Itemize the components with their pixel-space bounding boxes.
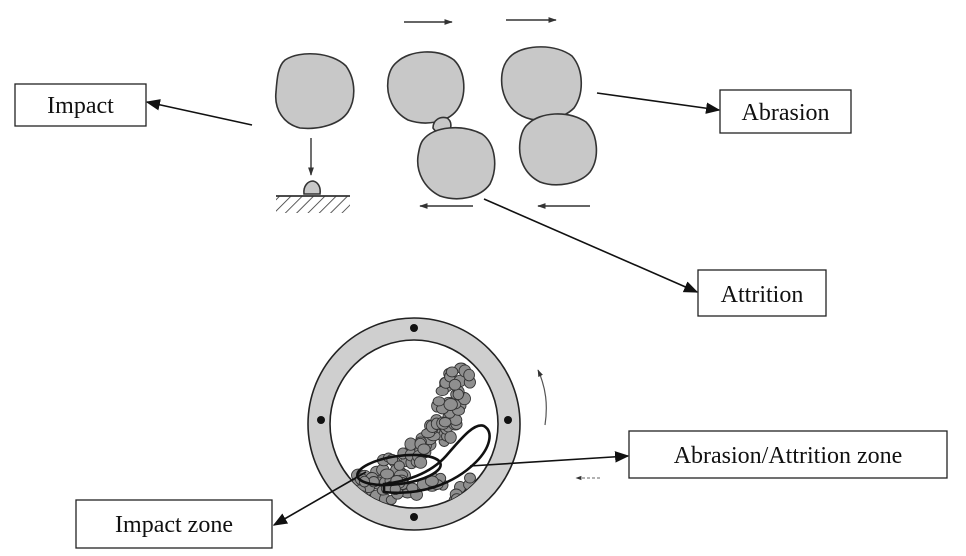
grinding-ball bbox=[414, 456, 428, 469]
abrasion-particle-bottom bbox=[518, 113, 598, 186]
abrasion-label: Abrasion bbox=[719, 89, 852, 134]
grinding-ball bbox=[417, 443, 431, 455]
impact-zone-outline bbox=[356, 453, 442, 487]
grinding-ball bbox=[380, 468, 395, 480]
grinding-ball bbox=[452, 388, 464, 401]
impact-zone-label: Impact zone bbox=[75, 499, 273, 549]
rotation-direction-arrow bbox=[537, 369, 547, 426]
grinding-ball bbox=[444, 430, 457, 444]
grinding-ball bbox=[464, 472, 476, 484]
impact-particle bbox=[275, 52, 355, 130]
grinding-ball bbox=[463, 368, 475, 382]
attrition-label: Attrition bbox=[697, 269, 827, 317]
grinding-ball bbox=[432, 396, 446, 407]
impact-surface bbox=[276, 196, 350, 213]
grinding-ball bbox=[393, 460, 405, 471]
abrasion-label-text: Abrasion bbox=[742, 100, 830, 126]
mill-bolt-right bbox=[504, 416, 512, 424]
attrition-label-text: Attrition bbox=[721, 282, 804, 308]
impact-mechanism bbox=[275, 52, 355, 213]
abrasion-attrition-zone-label-text: Abrasion/Attrition zone bbox=[674, 443, 903, 469]
attrition-particle-bottom bbox=[416, 126, 496, 200]
mill-bolt-top bbox=[410, 324, 418, 332]
grinding-ball bbox=[448, 378, 462, 391]
abrasion-attrition-zone-label: Abrasion/Attrition zone bbox=[628, 430, 948, 479]
abrasion-leader-line bbox=[596, 92, 721, 114]
attrition-particle-top bbox=[386, 51, 465, 124]
abrasion-attrition-leader-line bbox=[469, 451, 630, 467]
abrasion-attrition-zone-outline bbox=[382, 424, 491, 494]
attrition-leader-line bbox=[483, 198, 699, 293]
abrasion-particle-top bbox=[500, 46, 583, 121]
impact-label: Impact bbox=[14, 83, 147, 127]
attrition-mechanism bbox=[386, 19, 496, 209]
abrasion-mechanism bbox=[500, 17, 598, 209]
grinding-ball bbox=[438, 417, 452, 428]
mill-bolt-left bbox=[317, 416, 325, 424]
impact-zone-leader-line bbox=[272, 471, 367, 526]
mill-cross-section bbox=[307, 317, 547, 531]
impact-zone-label-text: Impact zone bbox=[115, 512, 233, 538]
mill-bolt-bottom bbox=[410, 513, 418, 521]
impact-fragment bbox=[303, 180, 321, 195]
grinding-ball bbox=[445, 366, 459, 378]
impact-leader-line bbox=[145, 99, 253, 126]
impact-label-text: Impact bbox=[47, 93, 114, 119]
grinding-ball bbox=[443, 398, 458, 411]
